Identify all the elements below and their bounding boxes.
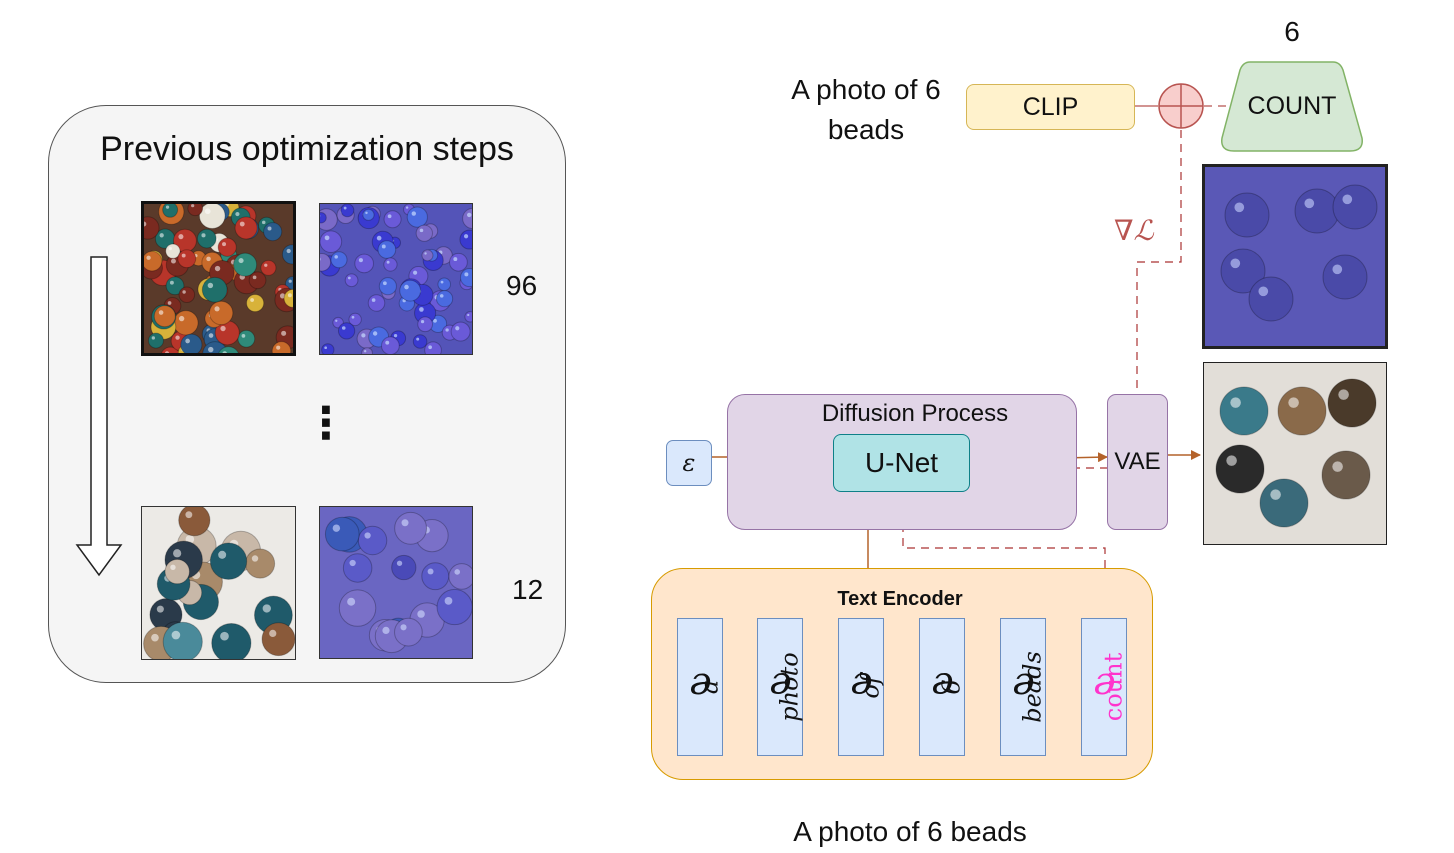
gradient-loss-label: ∇ℒ — [1114, 214, 1154, 247]
text-encoder-label: Text Encoder — [837, 588, 963, 610]
image-blue-overlay-output — [1202, 164, 1388, 349]
unet-box: U-Net — [833, 434, 970, 492]
clip-label: CLIP — [1022, 92, 1079, 121]
image-step-12-blue-overlay — [319, 506, 473, 659]
previous-steps-title: Previous optimization steps — [100, 130, 514, 168]
ellipsis-vertical: ⋮ — [304, 399, 348, 448]
diffusion-process-label: Diffusion Process — [821, 400, 1009, 427]
image-step-96-blue-overlay — [319, 203, 473, 355]
previous-steps-panel — [48, 105, 566, 683]
text-encoder-box — [651, 568, 1153, 780]
down-arrow-icon — [75, 256, 123, 577]
clip-box: CLIP — [966, 84, 1135, 130]
image-step-96-colorful-beads — [141, 201, 296, 356]
noise-label: ε — [682, 449, 696, 477]
step-count-96: 96 — [506, 270, 538, 301]
unet-label: U-Net — [864, 447, 939, 478]
vae-label: VAE — [1114, 448, 1161, 475]
top-prompt-text: A photo of 6 beads — [791, 74, 941, 145]
count-label: COUNT — [1247, 92, 1337, 120]
image-generated-beads-output — [1203, 362, 1387, 545]
bottom-prompt-text: A photo of 6 beads — [793, 816, 1027, 847]
count-model-shape — [1221, 61, 1363, 152]
vae-box: VAE — [1107, 394, 1168, 530]
image-step-12-beads — [141, 506, 296, 660]
step-count-12: 12 — [512, 574, 544, 605]
noise-input-box: ε — [666, 440, 712, 486]
count-target-value: 6 — [1284, 16, 1300, 47]
